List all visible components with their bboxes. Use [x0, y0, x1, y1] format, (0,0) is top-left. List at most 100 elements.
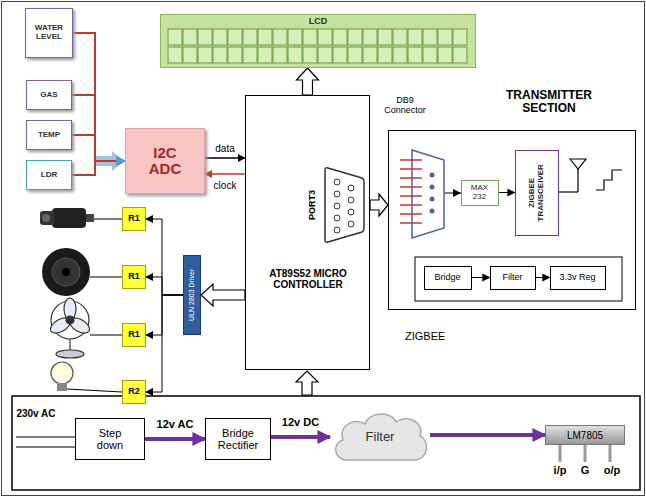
- node-label: 3.3v Reg: [559, 273, 595, 283]
- node-label: MAX 232: [464, 184, 496, 202]
- camera-icon: [52, 208, 86, 228]
- db9-connector: [400, 168, 422, 170]
- lcd-cell: [333, 47, 347, 63]
- section-label: ZIGBEE: [405, 330, 445, 342]
- db9-connector: [430, 209, 435, 214]
- lcd-cell: [198, 29, 212, 45]
- cloud-outline: [336, 414, 427, 460]
- mains-input: [16, 436, 75, 437]
- relay-box: R1: [122, 207, 146, 231]
- signal-arrow: [445, 193, 461, 194]
- db9-connector: [325, 168, 364, 243]
- connector: [370, 194, 388, 216]
- bulb-icon: [51, 362, 73, 391]
- db9-connector: [400, 150, 444, 238]
- process-box: Filter: [490, 266, 536, 290]
- db9-connector: [400, 195, 422, 197]
- mains-input: [16, 446, 75, 447]
- db9-connector: [334, 191, 340, 197]
- db9-connector: [334, 227, 340, 233]
- db9-connector: [400, 177, 422, 179]
- node-label: Filter: [366, 430, 395, 444]
- db9-connector: [430, 197, 435, 202]
- node-label: R2: [128, 387, 140, 397]
- process-box: Step down: [75, 418, 145, 460]
- relay-box: R1: [122, 323, 146, 347]
- db9-connector: [430, 185, 435, 190]
- lcd-cell: [288, 47, 302, 63]
- edge-label: data: [214, 143, 235, 154]
- regulator-box: LM7805: [545, 425, 625, 445]
- connector-label: DB9 Connector: [376, 96, 434, 116]
- lcd-cell: [318, 29, 332, 45]
- db9-connector: [334, 215, 340, 221]
- node-label: I2C ADC: [140, 145, 190, 178]
- sensor-box: LDR: [26, 160, 72, 190]
- lcd-cell: [228, 29, 242, 45]
- bulb-icon: [51, 362, 73, 384]
- db9-connector: [400, 160, 422, 223]
- pin-label: o/p: [604, 464, 621, 476]
- db9-connector: [412, 150, 444, 238]
- connector: [146, 295, 183, 335]
- fan-icon: [67, 315, 92, 336]
- buzzer-icon: [52, 258, 80, 286]
- connector: [430, 433, 545, 437]
- connector: [536, 277, 550, 278]
- connector: [146, 277, 183, 295]
- connector: [201, 284, 245, 306]
- adc-box: I2C ADC: [125, 128, 205, 194]
- fan-icon: [56, 350, 84, 358]
- sensor-box: WATER LEVEL: [25, 8, 73, 58]
- db9-connector: [400, 213, 422, 215]
- lcd-cell: [348, 47, 362, 63]
- camera-icon: [42, 214, 50, 222]
- node-label: ZIGBEE TRANSCEIVER: [528, 153, 546, 233]
- node-label: Bridge: [434, 273, 460, 283]
- node-label: Filter: [503, 273, 523, 283]
- lcd-cell: [333, 29, 347, 45]
- device-wire: [94, 219, 122, 220]
- microcontroller-box: AT89S52 MICRO CONTROLLER: [245, 95, 370, 370]
- lcd-cell: [198, 47, 212, 63]
- camera-icon: [40, 208, 94, 228]
- pin-label: i/p: [554, 464, 567, 476]
- lcd-cell: [258, 47, 272, 63]
- fan-icon: [48, 315, 73, 336]
- lcd-cell: [273, 29, 287, 45]
- lcd-cell: [183, 29, 197, 45]
- antenna-symbol: [570, 159, 586, 169]
- process-box: 3.3v Reg: [550, 266, 606, 290]
- db9-connector: [400, 204, 422, 206]
- connector: [72, 95, 125, 161]
- device-wire: [90, 335, 122, 336]
- lcd-cell: [228, 47, 242, 63]
- connector: [146, 219, 183, 295]
- connector: [145, 437, 205, 441]
- node-label: GAS: [40, 91, 57, 100]
- process-box: Bridge: [424, 266, 472, 290]
- connector: [271, 435, 330, 439]
- node-label: LM7805: [567, 430, 603, 441]
- node-label: TRANSMITTER SECTION: [499, 89, 599, 115]
- device-wire: [90, 277, 122, 278]
- node-label: R1: [128, 330, 140, 340]
- db9-connector: [334, 203, 340, 209]
- lcd-cell: [378, 47, 392, 63]
- connector: [146, 295, 183, 392]
- node-label: TEMP: [38, 131, 60, 140]
- camera-icon: [86, 214, 94, 222]
- lcd-cell: [243, 47, 257, 63]
- driver-ic: ULN 2803 Driver: [183, 255, 201, 335]
- lcd-cell: [378, 29, 392, 45]
- antenna-symbol: [559, 191, 578, 192]
- db9-connector: [348, 197, 354, 203]
- node-label: Bridge Rectifier: [210, 427, 266, 451]
- connector: [72, 135, 125, 161]
- connector: [297, 68, 319, 95]
- db9-connector: [400, 222, 422, 224]
- buzzer-icon: [42, 248, 90, 296]
- lcd-cell: [363, 29, 377, 45]
- edge-label: clock: [213, 180, 238, 191]
- sensor-box: TEMP: [26, 120, 72, 150]
